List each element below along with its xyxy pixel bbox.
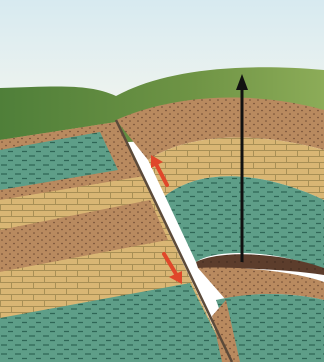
fault-fold-diagram — [0, 0, 324, 362]
